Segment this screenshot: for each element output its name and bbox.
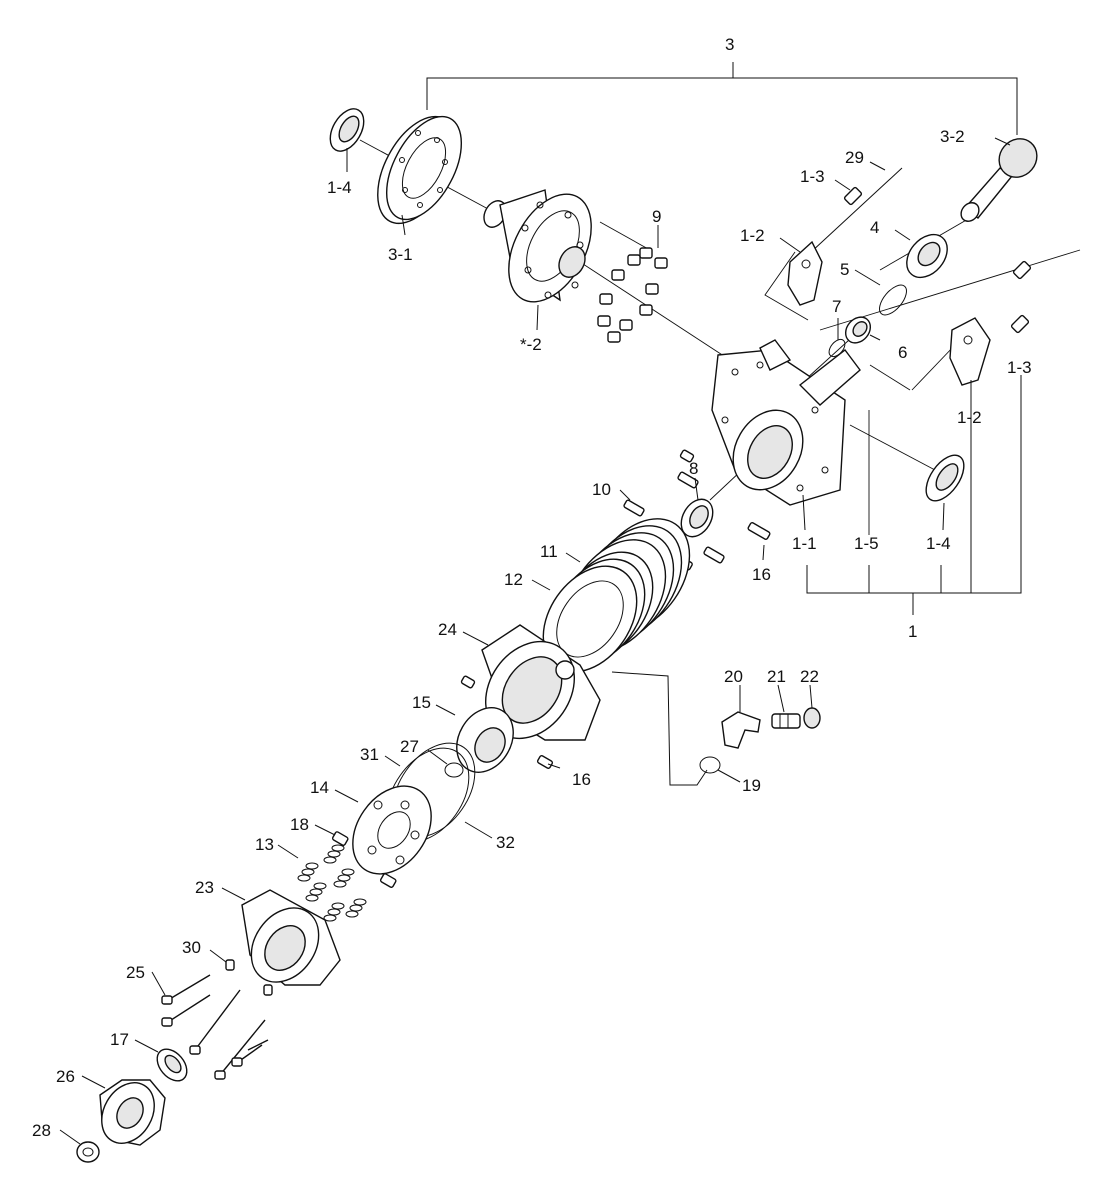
part-12-friction-discs[interactable] [524, 535, 672, 690]
label-18: 18 [290, 815, 309, 834]
part-20-elbow-fitting[interactable] [721, 711, 761, 749]
label-6: 6 [898, 343, 907, 362]
label-30: 30 [182, 938, 201, 957]
leader-lines [59, 137, 1011, 1145]
bracket-assembly-3 [426, 62, 1018, 135]
label-5: 5 [840, 260, 849, 279]
label-20: 20 [724, 667, 743, 686]
part-19-o-ring[interactable] [699, 756, 721, 774]
label-12: 12 [504, 570, 523, 589]
part-5-o-ring[interactable] [875, 280, 912, 319]
part-26-flange[interactable] [91, 1073, 166, 1152]
label-29: 29 [845, 148, 864, 167]
label-8: 8 [689, 459, 698, 478]
label-1: 1 [908, 622, 917, 641]
label-19: 19 [742, 776, 761, 795]
part-6-seal[interactable] [841, 312, 876, 348]
part-16-pin-upper[interactable] [747, 522, 771, 540]
part-27-ring[interactable] [444, 762, 464, 778]
part-8-bearing[interactable] [675, 494, 719, 543]
part-23-end-cover[interactable] [237, 889, 341, 995]
bracket-assembly-1 [806, 375, 1022, 615]
bracket-part-19 [611, 671, 708, 786]
part-18-pins[interactable] [331, 831, 397, 888]
part-28-nut[interactable] [76, 1141, 100, 1163]
part-1-4-seal-left[interactable] [323, 103, 370, 157]
part-3-2-pinion-shaft[interactable] [957, 131, 1044, 225]
part-1-4-seal-right[interactable] [919, 449, 972, 508]
part-2-differential-case[interactable] [480, 180, 609, 315]
part-9-bolts[interactable] [597, 247, 668, 343]
label-16-upper: 16 [752, 565, 771, 584]
label-1-4-left: 1-4 [327, 178, 352, 197]
part-25-bolts[interactable] [161, 974, 269, 1080]
part-1-1-axle-housing[interactable] [711, 339, 861, 506]
label-21: 21 [767, 667, 786, 686]
part-21-connector[interactable] [771, 713, 801, 729]
label-star-2: *-2 [520, 335, 542, 354]
label-10: 10 [592, 480, 611, 499]
part-17-seal[interactable] [151, 1043, 193, 1086]
label-3-2: 3-2 [940, 127, 965, 146]
label-3: 3 [725, 35, 734, 54]
axis-lines [359, 139, 1081, 535]
label-14: 14 [310, 778, 329, 797]
label-1-3-right: 1-3 [1007, 358, 1032, 377]
part-22-cap[interactable] [803, 707, 821, 729]
label-16-lower: 16 [572, 770, 591, 789]
label-1-1: 1-1 [792, 534, 817, 553]
label-13: 13 [255, 835, 274, 854]
part-14-pressure-plate[interactable] [337, 771, 448, 889]
label-1-2-right: 1-2 [957, 408, 982, 427]
label-32: 32 [496, 833, 515, 852]
label-1-5: 1-5 [854, 534, 879, 553]
label-1-3-upper: 1-3 [800, 167, 825, 186]
label-3-1: 3-1 [388, 245, 413, 264]
part-4-bearing[interactable] [899, 227, 956, 286]
part-30-pins[interactable] [225, 959, 273, 996]
label-7: 7 [832, 297, 841, 316]
part-3-1-ring-gear[interactable] [362, 104, 477, 236]
label-1-4-right: 1-4 [926, 534, 951, 553]
part-1-3-bolt-upper[interactable] [843, 186, 863, 206]
part-1-2-bearing-cap-upper[interactable] [787, 240, 823, 306]
label-4: 4 [870, 218, 879, 237]
label-17: 17 [110, 1030, 129, 1049]
label-9: 9 [652, 207, 661, 226]
callout-labels: 3 3-2 29 1-3 1-4 3-1 9 1-2 4 5 7 6 *-2 1… [32, 35, 1032, 1140]
label-24: 24 [438, 620, 457, 639]
part-1-2-bearing-cap-right[interactable] [949, 317, 991, 386]
label-1-2-upper: 1-2 [740, 226, 765, 245]
label-27: 27 [400, 737, 419, 756]
part-1-3-bolts-right[interactable] [1010, 260, 1032, 334]
label-15: 15 [412, 693, 431, 712]
label-23: 23 [195, 878, 214, 897]
label-31: 31 [360, 745, 379, 764]
label-22: 22 [800, 667, 819, 686]
label-26: 26 [56, 1067, 75, 1086]
label-25: 25 [126, 963, 145, 982]
label-28: 28 [32, 1121, 51, 1140]
part-29-long-pin[interactable] [809, 167, 903, 254]
part-13-springs[interactable] [297, 844, 367, 922]
label-11: 11 [540, 542, 558, 561]
part-24-clutch-housing[interactable] [467, 624, 601, 755]
